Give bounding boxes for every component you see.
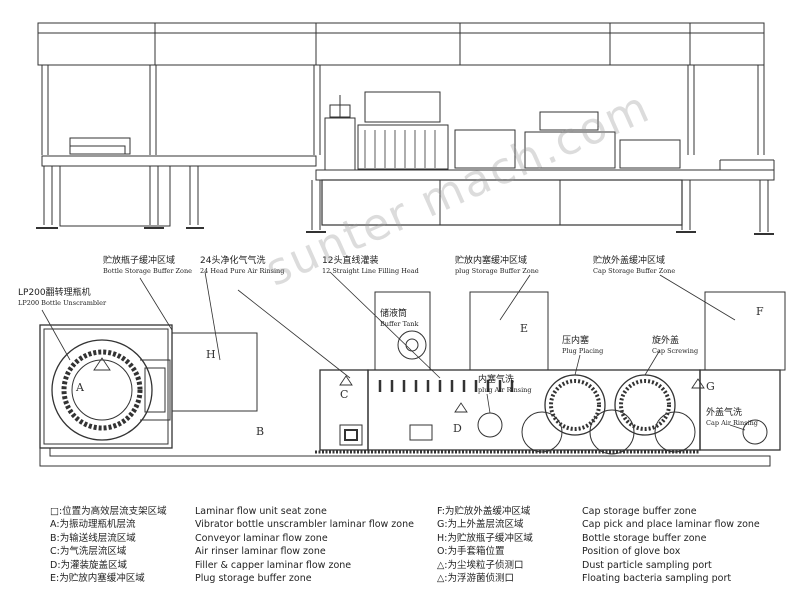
- label-en: plug Air Rinsing: [478, 386, 532, 394]
- legend-item: Laminar flow unit seat zone: [195, 506, 327, 517]
- legend-item: Position of glove box: [582, 546, 681, 558]
- plug-placing-turret: [544, 374, 606, 436]
- zone-letter-b: B: [256, 425, 265, 438]
- label-en: Bottle Storage Buffer Zone: [103, 267, 193, 275]
- label-plug-air: 内塞气洗 plug Air Rinsing: [478, 375, 532, 395]
- legend-item: Bottle storage buffer zone: [582, 532, 707, 544]
- legend-col-3: F:为贮放外盖缓冲区域 G:为上外盖层流区域 H:为贮放瓶子缓冲区域 O:为手套…: [437, 505, 533, 585]
- label-en: 12 Straight Line Filling Head: [322, 267, 419, 275]
- legend-item: O:为手套箱位置: [437, 546, 505, 558]
- zone-h-box: [171, 332, 258, 412]
- legend-item: □:位置为高效层流支架区域: [50, 506, 167, 517]
- label-cn: 24头净化气气洗: [200, 256, 266, 266]
- label-en: LP200 Bottle Unscrambler: [18, 299, 107, 307]
- label-cap-air: 外盖气洗 Cap Air Rinsing: [706, 408, 758, 428]
- label-cn: 贮放外盖缓冲区域: [593, 256, 666, 266]
- label-cn: 储液筒: [380, 309, 408, 319]
- legend-col-2: Laminar flow unit seat zone Vibrator bot…: [195, 505, 414, 585]
- cap-screwing-turret: [614, 374, 676, 436]
- label-cn: 旋外盖: [652, 336, 680, 346]
- buffer-tank-box: [374, 291, 431, 371]
- legend-item: Floating bacteria sampling port: [582, 573, 732, 585]
- label-air-rinse: 24头净化气气洗 24 Head Pure Air Rinsing: [200, 256, 284, 276]
- legend-item: Cap pick and place laminar flow zone: [582, 519, 760, 531]
- label-en: Buffer Tank: [380, 320, 419, 328]
- label-en: Cap Screwing: [652, 347, 699, 355]
- label-plug-placing: 压内塞 Plug Placing: [562, 336, 603, 356]
- label-cap-screwing: 旋外盖 Cap Screwing: [652, 336, 698, 356]
- legend-item: Cap storage buffer zone: [582, 506, 697, 517]
- legend-item: △:为尘埃粒子侦测口: [437, 559, 524, 571]
- zone-letter-a: A: [76, 381, 84, 394]
- label-buffer-tank: 储液筒 Buffer Tank: [380, 309, 418, 329]
- legend-item: G:为上外盖层流区域: [437, 519, 524, 531]
- zone-letter-h: H: [206, 348, 216, 361]
- legend-item: Air rinser laminar flow zone: [195, 546, 326, 558]
- label-en: Cap Storage Buffer Zone: [593, 267, 676, 275]
- legend-item: A:为振动理瓶机层流: [50, 519, 136, 531]
- label-en: 24 Head Pure Air Rinsing: [200, 267, 285, 275]
- legend-item: H:为贮放瓶子缓冲区域: [437, 532, 533, 544]
- legend-item: Vibrator bottle unscrambler laminar flow…: [195, 519, 414, 531]
- label-cap-storage: 贮放外盖缓冲区域 Cap Storage Buffer Zone: [593, 256, 675, 276]
- legend-item: Dust particle sampling port: [582, 559, 712, 571]
- zone-letter-g: G: [706, 380, 715, 393]
- label-en: plug Storage Buffer Zone: [455, 267, 539, 275]
- legend-item: △:为浮游菌侦测口: [437, 573, 515, 585]
- zone-letter-e: E: [520, 322, 529, 335]
- label-cn: 12头直线灌装: [322, 256, 379, 266]
- legend-item: F:为贮放外盖缓冲区域: [437, 506, 531, 517]
- legend-item: Plug storage buffer zone: [195, 573, 312, 585]
- legend-col-4: Cap storage buffer zone Cap pick and pla…: [582, 505, 760, 585]
- legend-item: Conveyor laminar flow zone: [195, 532, 328, 544]
- laminar-hood-left: [37, 22, 317, 66]
- label-bottle-storage: 贮放瓶子缓冲区域 Bottle Storage Buffer Zone: [103, 256, 192, 276]
- label-cn: 压内塞: [562, 336, 590, 346]
- conveyor-b: [39, 448, 771, 467]
- legend-item: D:为灌装旋盖区域: [50, 559, 128, 571]
- label-cn: LP200翻转理瓶机: [18, 288, 91, 298]
- legend-item: C:为气洗层流区域: [50, 546, 127, 558]
- legend-col-1: □:位置为高效层流支架区域 A:为振动理瓶机层流 B:为输送线层流区域 C:为气…: [50, 505, 167, 585]
- unscrambler-bowl: [51, 339, 153, 441]
- zone-e-box: [469, 291, 549, 371]
- zone-f-box: [704, 291, 786, 371]
- laminar-hood-right: [315, 22, 765, 66]
- label-en: Plug Placing: [562, 347, 604, 355]
- label-filling: 12头直线灌装 12 Straight Line Filling Head: [322, 256, 419, 276]
- label-cn: 内塞气洗: [478, 375, 515, 385]
- label-cn: 外盖气洗: [706, 408, 743, 418]
- label-plug-storage: 贮放内塞缓冲区域 plug Storage Buffer Zone: [455, 256, 539, 276]
- legend-item: B:为输送线层流区域: [50, 532, 136, 544]
- legend-item: Filler & capper laminar flow zone: [195, 559, 352, 571]
- legend: □:位置为高效层流支架区域 A:为振动理瓶机层流 B:为输送线层流区域 C:为气…: [0, 505, 800, 600]
- zone-letter-d: D: [453, 422, 462, 435]
- zone-letter-f: F: [756, 305, 764, 318]
- zone-letter-c: C: [340, 388, 349, 401]
- label-unscrambler: LP200翻转理瓶机 LP200 Bottle Unscrambler: [18, 288, 106, 308]
- label-cn: 贮放内塞缓冲区域: [455, 256, 528, 266]
- legend-item: E:为贮放内塞缓冲区域: [50, 573, 145, 585]
- label-cn: 贮放瓶子缓冲区域: [103, 256, 176, 266]
- label-en: Cap Air Rinsing: [706, 419, 758, 427]
